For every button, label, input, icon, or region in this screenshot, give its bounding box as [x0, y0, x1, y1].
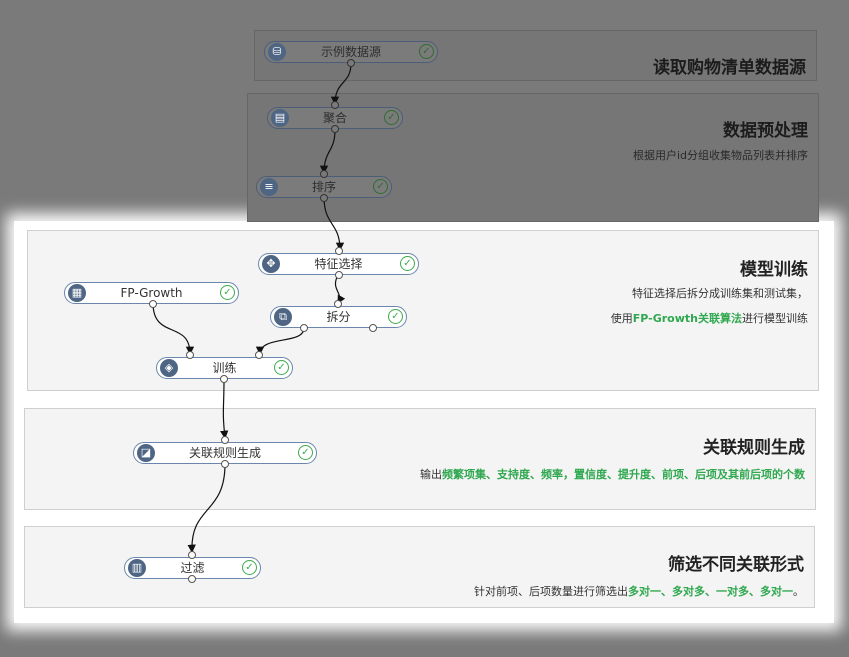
database-icon: ⛁: [268, 43, 286, 61]
input-port[interactable]: [320, 170, 328, 178]
desc-text: 使用: [610, 312, 633, 325]
edge-sort-feat: [323, 196, 345, 252]
input-port[interactable]: [255, 351, 263, 359]
desc-text: 进行模型训练: [742, 312, 808, 325]
input-port[interactable]: [188, 551, 196, 559]
success-check-icon: ✓: [298, 445, 313, 460]
edge-src-agg: [330, 62, 352, 106]
input-port[interactable]: [335, 247, 343, 255]
desc-text: 。: [793, 585, 804, 598]
success-check-icon: ✓: [274, 360, 289, 375]
desc-text: 针对前项、后项数量进行筛选出: [474, 585, 628, 598]
success-check-icon: ✓: [388, 309, 403, 324]
section-desc: 特征选择后拆分成训练集和测试集，: [632, 285, 808, 301]
node-aggregate[interactable]: ▤聚合✓: [267, 107, 403, 129]
section-title: 读取购物清单数据源: [653, 58, 806, 78]
desc-text: 特征选择后拆分成训练集和测试集，: [632, 287, 808, 300]
node-sort[interactable]: ≡排序✓: [256, 176, 392, 198]
highlight-text: 频繁项集、支持度、频率，置信度、提升度、前项、后项及其前后项的个数: [442, 468, 805, 481]
split-icon: ⧉: [274, 308, 292, 326]
output-port[interactable]: [335, 271, 343, 279]
output-port[interactable]: [331, 125, 339, 133]
edge-rule-filt: [187, 463, 226, 554]
output-port[interactable]: [221, 460, 229, 468]
output-port[interactable]: [149, 300, 157, 308]
aggregate-icon: ▤: [271, 109, 289, 127]
edge-split-train: [255, 327, 305, 356]
section-desc: 输出频繁项集、支持度、频率，置信度、提升度、前项、后项及其前后项的个数: [420, 466, 805, 482]
section-title: 模型训练: [740, 260, 808, 280]
section-desc: 使用FP-Growth关联算法进行模型训练: [611, 310, 808, 326]
output-port[interactable]: [320, 194, 328, 202]
highlight-text: FP-Growth关联算法: [632, 312, 742, 325]
node-split[interactable]: ⧉拆分✓: [270, 306, 407, 328]
section-title: 筛选不同关联形式: [668, 555, 804, 575]
node-example-datasource[interactable]: ⛁示例数据源✓: [264, 41, 438, 63]
edge-fpg-train: [152, 302, 195, 356]
edge-feat-split: [334, 274, 346, 304]
desc-text: 根据用户id分组收集物品列表并排序: [632, 149, 808, 162]
fp-growth-icon: ▦: [68, 284, 86, 302]
section-desc: 根据用户id分组收集物品列表并排序: [633, 147, 808, 163]
train-icon: ◈: [160, 359, 178, 377]
success-check-icon: ✓: [373, 179, 388, 194]
output-port[interactable]: [300, 324, 308, 332]
section-desc: 针对前项、后项数量进行筛选出多对一、多对多、一对多、多对一。: [474, 583, 804, 599]
output-port[interactable]: [347, 59, 355, 67]
output-port[interactable]: [369, 324, 377, 332]
success-check-icon: ✓: [384, 110, 399, 125]
sort-icon: ≡: [260, 178, 278, 196]
input-port[interactable]: [186, 351, 194, 359]
output-port[interactable]: [188, 575, 196, 583]
feature-select-icon: ✥: [262, 255, 280, 273]
input-port[interactable]: [221, 436, 229, 444]
success-check-icon: ✓: [400, 256, 415, 271]
input-port[interactable]: [334, 300, 342, 308]
output-port[interactable]: [220, 375, 228, 383]
rule-generate-icon: ◪: [137, 444, 155, 462]
input-port[interactable]: [331, 101, 339, 109]
highlight-text: 多对一、多对多、一对多、多对一: [628, 585, 793, 598]
success-check-icon: ✓: [242, 560, 257, 575]
edge-train-rule: [220, 378, 229, 440]
section-title: 关联规则生成: [703, 438, 805, 458]
desc-text: 输出: [420, 468, 442, 481]
success-check-icon: ✓: [220, 285, 235, 300]
filter-icon: ▥: [128, 559, 146, 577]
section-title: 数据预处理: [723, 121, 808, 141]
edge-agg-sort: [319, 129, 336, 175]
success-check-icon: ✓: [419, 44, 434, 59]
